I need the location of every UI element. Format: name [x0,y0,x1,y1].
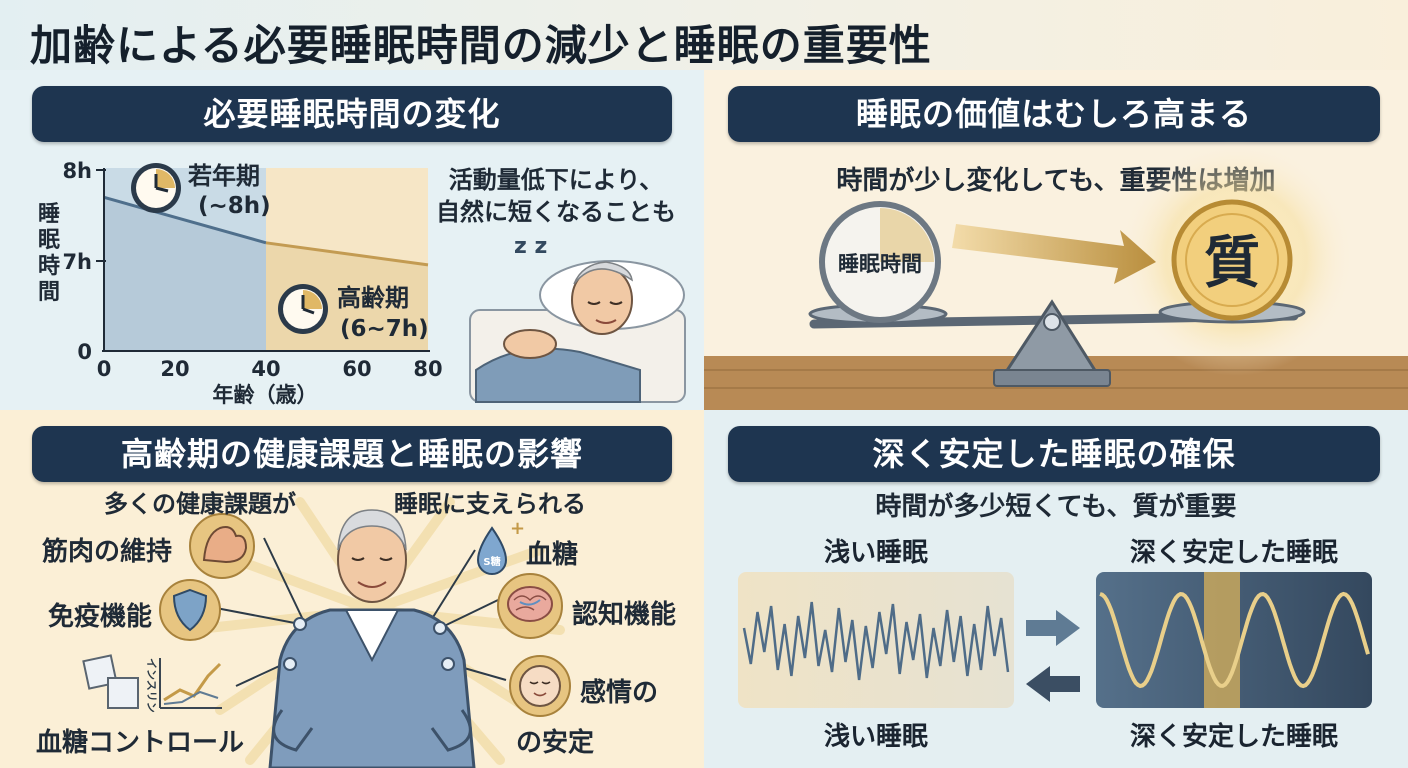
note-line2: 自然に短くなることも [436,198,676,226]
y-axis-label: 睡眠時間 [37,202,60,305]
shallow-sleep-wave [742,601,1010,681]
shield-icon [159,579,221,641]
deep-top-label: 深く安定した睡眠 [1130,538,1339,568]
scale-fulcrum [1003,299,1099,374]
page-title: 加齢による必要睡眠時間の減少と睡眠の重要性 [30,21,932,70]
old-trend-line [265,241,429,267]
insulin-chart-icon: インスリン [145,658,222,713]
panel-sleep-value: 睡眠の価値はむしろ高まる 時間が少し変化しても、重要性は増加 睡眠時間 [704,70,1408,410]
label-muscle: 筋肉の維持 [42,537,173,567]
arrow-left-icon [1026,666,1080,702]
balance-scale-illustration: 睡眠時間 質 [704,140,1408,410]
svg-text:S糖: S糖 [483,555,500,568]
x-axis-label: 年齢（歳） [213,383,318,407]
panel3-heading: 高齢期の健康課題と睡眠の影響 [32,426,672,482]
sleeping-elder-illustration: z z [469,234,686,403]
x-tick-40: 40 [251,357,280,381]
svg-text:+: + [510,518,525,539]
sleep-duration-chart: 8h 7h 0 0 20 40 60 80 年齢（歳） 若年期 (~8h) 高齢… [62,159,686,407]
sleep-time-label: 睡眠時間 [838,252,922,276]
label-glucose-control: 血糖コントロール [36,728,245,758]
panel1-heading: 必要睡眠時間の変化 [32,86,672,142]
old-label: 高齢期 [337,284,409,312]
deep-sleep-wave [1099,591,1370,689]
note-line1: 活動量低下により、 [449,166,664,194]
panel4-heading: 深く安定した睡眠の確保 [728,426,1380,482]
label-cognition: 認知機能 [572,600,677,630]
label-emotion-2: の安定 [516,728,595,758]
label-immune: 免疫機能 [48,602,153,632]
clock-icon [131,163,181,213]
shallow-bottom-label: 浅い睡眠 [824,722,929,752]
clock-icon [278,284,328,334]
panel2-heading: 睡眠の価値はむしろ高まる [728,86,1380,142]
arrow-right-icon [1026,610,1080,646]
calm-face-icon [509,655,571,717]
young-hours: (~8h) [198,193,271,219]
muscle-icon [189,513,255,579]
quality-weight [1171,199,1293,321]
panel-health-issues: 高齢期の健康課題と睡眠の影響 [0,410,704,768]
x-tick-80: 80 [413,357,442,381]
blood-drop-icon: S糖 + [476,518,525,575]
arrow-icon [952,224,1156,284]
y-tick-0: 0 [77,340,92,364]
quality-label: 質 [1204,231,1260,296]
y-tick-7h: 7h [62,250,92,274]
brain-icon [497,573,563,639]
shallow-top-label: 浅い睡眠 [824,538,929,568]
panel-deep-sleep: 深く安定した睡眠の確保 時間が多少短くても、質が重要 浅い睡眠 深く安定した睡眠… [704,410,1408,768]
elder-health-illustration: インスリン S糖 + [82,497,571,768]
sleep-wave-comparison [738,572,1372,708]
x-tick-20: 20 [160,357,189,381]
x-tick-0: 0 [97,357,112,381]
panel4-subtitle: 時間が多少短くても、質が重要 [875,492,1237,522]
insulin-label: インスリン [145,658,158,713]
sugar-cubes-icon [82,654,139,709]
label-blood-sugar: 血糖 [526,540,579,570]
old-hours: (6~7h) [340,316,429,342]
label-emotion-1: 感情の [580,678,659,708]
panel-sleep-duration: 必要睡眠時間の変化 睡眠時間 8h 7h 0 0 20 40 60 80 年齢（… [0,70,704,410]
young-label: 若年期 [187,162,260,190]
young-area [104,197,266,351]
young-trend-line [103,195,267,245]
deep-bottom-label: 深く安定した睡眠 [1130,722,1339,752]
y-tick-8h: 8h [62,159,92,183]
zzz-icon: z z [514,234,547,259]
title-band [0,0,1408,70]
x-tick-60: 60 [342,357,371,381]
left-caption: 多くの健康課題が [104,490,296,518]
elder-sweater [268,608,476,768]
right-caption: 睡眠に支えられる [394,490,586,518]
